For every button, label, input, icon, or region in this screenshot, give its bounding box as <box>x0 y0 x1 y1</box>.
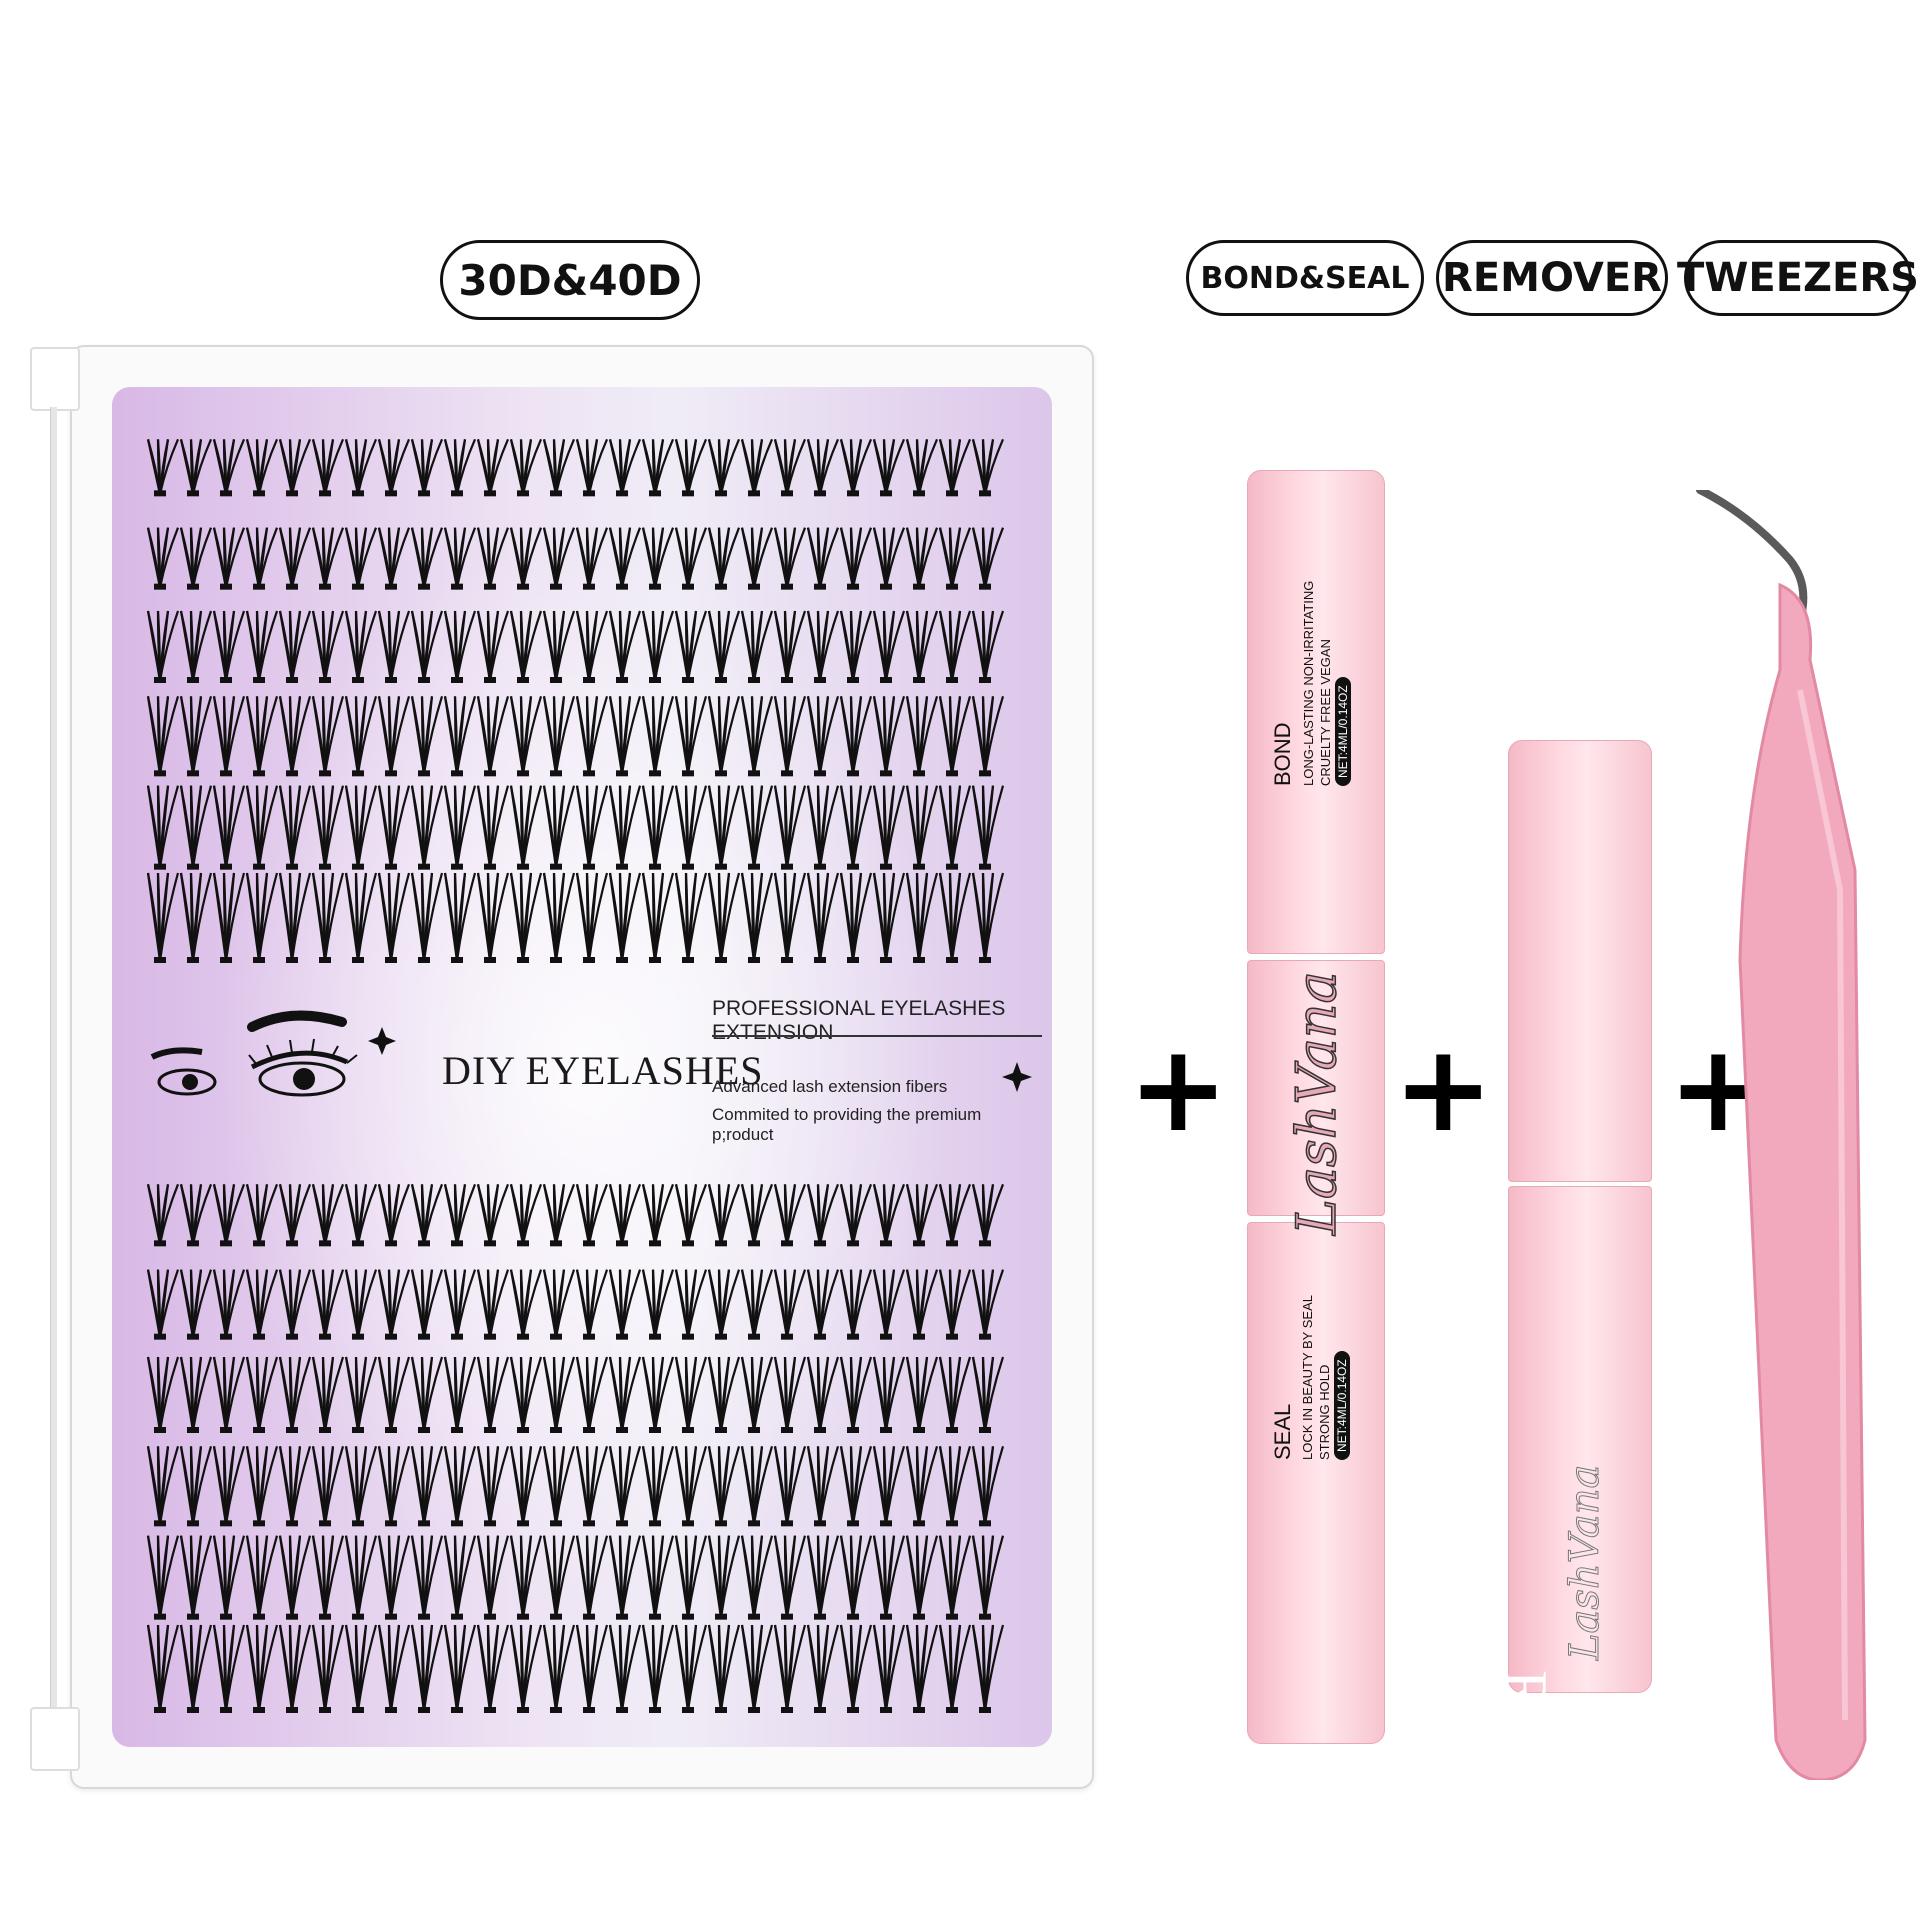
seal-description-2: STRONG HOLD <box>1317 1364 1332 1460</box>
brand-logo-remover: LashVana <box>1562 1464 1609 1660</box>
lash-row <box>146 696 1005 777</box>
sparkle-icon <box>1002 1062 1032 1092</box>
seal-tube-end <box>1247 1222 1385 1744</box>
plus-sign: + <box>1393 1020 1494 1159</box>
bond-tube-cap <box>1247 470 1385 954</box>
remover-label: Remover <box>1493 1670 1559 1890</box>
lash-tray: DIY EYELASHES PROFESSIONAL EYELASHES EXT… <box>112 387 1052 1747</box>
tray-subtitle: PROFESSIONAL EYELASHES EXTENSION <box>712 997 1006 1044</box>
lash-row <box>146 1269 1005 1340</box>
badge-30d-40d: 30D&40D <box>440 240 700 320</box>
badge-remover: REMOVER <box>1436 240 1668 316</box>
brand-logo-bond: LashVana <box>1284 970 1349 1235</box>
lash-row <box>146 438 1005 497</box>
lash-row <box>146 785 1005 870</box>
lash-row <box>146 527 1005 590</box>
badge-tweezers: TWEEZERS <box>1677 240 1919 316</box>
lash-row <box>146 872 1005 963</box>
tray-divider <box>712 1035 1042 1037</box>
bond-title: BOND <box>1270 722 1295 786</box>
eye-illustration-icon <box>150 1010 396 1097</box>
bond-description-1: LONG-LASTING NON-IRRITATING <box>1301 580 1316 786</box>
bond-tube-brand-band <box>1247 960 1385 1216</box>
zipper-top-cap <box>30 347 80 411</box>
tray-title: DIY EYELASHES <box>442 1048 764 1093</box>
lash-row <box>146 610 1005 683</box>
zipper-rail <box>50 407 57 1727</box>
seal-title: SEAL <box>1270 1403 1295 1460</box>
lash-pouch: DIY EYELASHES PROFESSIONAL EYELASHES EXT… <box>30 345 1094 1789</box>
lash-row <box>146 1624 1005 1713</box>
lash-row <box>146 1356 1005 1433</box>
pouch-zipper <box>30 347 80 1787</box>
zipper-bottom-cap <box>30 1707 80 1771</box>
lash-row <box>146 1446 1005 1527</box>
lash-rows-lower <box>146 1183 1005 1713</box>
lash-row <box>146 1535 1005 1620</box>
remover-tube-cap <box>1508 740 1652 1182</box>
tweezers-icon <box>1696 490 1867 1780</box>
lash-rows-upper <box>146 438 1005 963</box>
seal-net-volume: NET:4ML/0.14OZ <box>1334 1351 1350 1460</box>
badge-bond-seal: BOND&SEAL <box>1186 240 1424 316</box>
tray-promise-text: Commited to providing the premium p;rodu… <box>712 1105 982 1144</box>
tray-fibers-text: Advanced lash extension fibers <box>712 1077 948 1096</box>
tray-label: DIY EYELASHES PROFESSIONAL EYELASHES EXT… <box>142 977 1042 1147</box>
lash-row <box>146 1183 1005 1247</box>
bond-net-volume: NET:4ML/0.14OZ <box>1335 677 1351 786</box>
remover-tube-body <box>1508 1186 1652 1693</box>
plus-sign: + <box>1128 1020 1229 1159</box>
seal-description-1: LOCK IN BEAUTY BY SEAL <box>1300 1295 1315 1460</box>
bond-description-2: CRUELTY FREE VEGAN <box>1318 639 1333 786</box>
